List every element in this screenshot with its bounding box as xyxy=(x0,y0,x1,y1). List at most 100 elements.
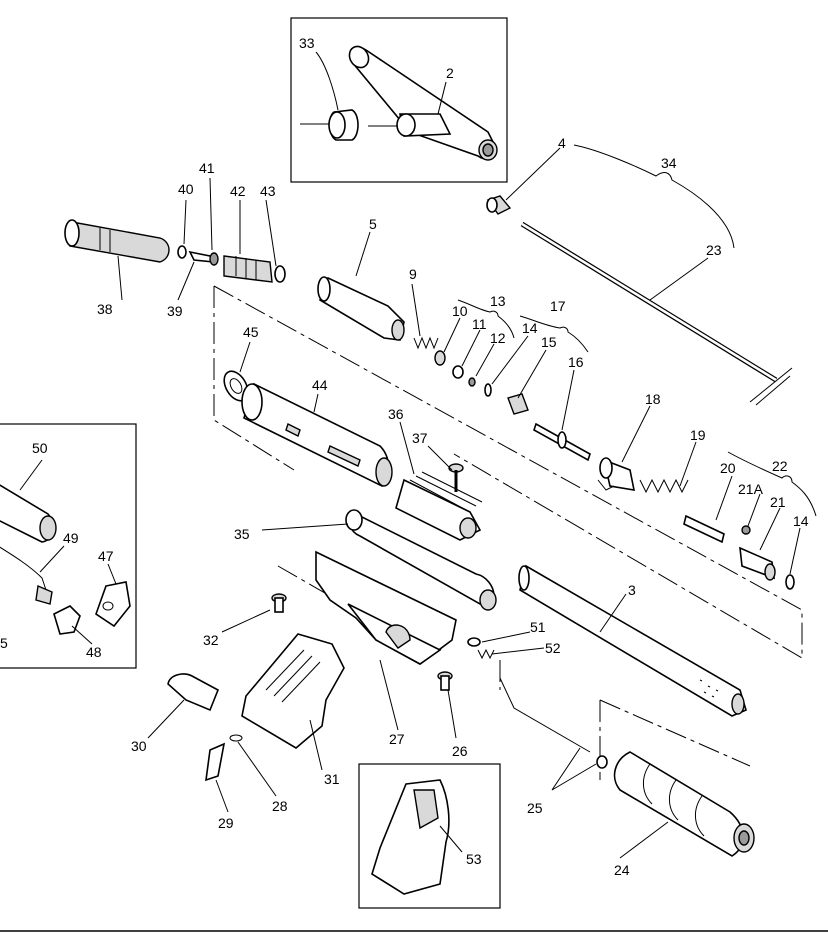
part-44-receiver xyxy=(241,382,393,487)
part-4-cap xyxy=(486,195,512,215)
brace-22 xyxy=(727,451,817,517)
label-51: 51 xyxy=(530,619,546,635)
label-15: 15 xyxy=(541,334,557,350)
part-30-cap xyxy=(167,673,220,712)
label-34: 34 xyxy=(661,155,677,171)
part-51-oring xyxy=(467,637,481,647)
label-25: 25 xyxy=(527,800,543,816)
label-20: 20 xyxy=(720,460,736,476)
part-31-grip xyxy=(241,633,345,749)
brace-34 xyxy=(573,144,735,249)
part-32-screw xyxy=(271,593,287,613)
label-49: 49 xyxy=(63,530,79,546)
label-38: 38 xyxy=(97,301,113,317)
part-37-screw xyxy=(448,463,464,492)
label-26: 26 xyxy=(452,743,468,759)
part-labels: 33 2 4 34 23 40 41 42 43 5 38 39 9 13 17… xyxy=(0,35,809,878)
label-47: 47 xyxy=(98,548,114,564)
label-39: 39 xyxy=(167,303,183,319)
label-2: 2 xyxy=(446,65,454,81)
label-24: 24 xyxy=(614,862,630,878)
part-26-screw xyxy=(437,671,453,691)
label-36: 36 xyxy=(388,406,404,422)
label-22: 22 xyxy=(772,458,788,474)
label-9: 9 xyxy=(409,266,417,282)
part-35-tube xyxy=(345,509,497,611)
label-12: 12 xyxy=(490,330,506,346)
label-4: 4 xyxy=(558,135,566,151)
part-19-spring xyxy=(639,478,689,494)
label-23: 23 xyxy=(706,242,722,258)
label-33: 33 xyxy=(299,35,315,51)
part-52-spring xyxy=(477,648,495,660)
label-10: 10 xyxy=(452,303,468,319)
label-42: 42 xyxy=(230,183,246,199)
label-48: 48 xyxy=(86,644,102,660)
label-45: 45 xyxy=(243,324,259,340)
label-19: 19 xyxy=(690,427,706,443)
assembly-dashed-frame-3 xyxy=(277,565,501,690)
label-14a: 14 xyxy=(522,320,538,336)
part-40-oring xyxy=(177,245,187,259)
label-28: 28 xyxy=(272,798,288,814)
part-3-barrel xyxy=(518,564,747,717)
part-50-tube xyxy=(0,484,57,543)
part-36-block xyxy=(395,471,483,541)
label-44: 44 xyxy=(312,377,328,393)
part-27-frame xyxy=(315,550,457,665)
part-9-spring xyxy=(413,336,439,350)
inset-box-left xyxy=(0,423,137,669)
part-20-pin xyxy=(683,514,725,544)
part-25-rod xyxy=(499,677,608,769)
label-21A: 21A xyxy=(738,481,764,497)
part-5-housing xyxy=(317,276,405,341)
part-43-oring xyxy=(274,265,286,283)
part-14-oring xyxy=(785,574,795,590)
label-16: 16 xyxy=(568,354,584,370)
brace-13 xyxy=(457,299,515,339)
label-32: 32 xyxy=(203,632,219,648)
part-47-block xyxy=(95,581,131,628)
label-5: 5 xyxy=(369,216,377,232)
leader-lines xyxy=(19,51,801,859)
label-40: 40 xyxy=(178,181,194,197)
label-13: 13 xyxy=(490,293,506,309)
label-52: 52 xyxy=(545,640,561,656)
label-29: 29 xyxy=(218,815,234,831)
part-53-grip-panel xyxy=(371,779,450,895)
label-27: 27 xyxy=(389,731,405,747)
part-38-tank xyxy=(64,219,170,263)
label-30: 30 xyxy=(131,738,147,754)
assembly-dashed-frame xyxy=(213,285,803,659)
part-29-screw xyxy=(205,742,226,782)
part-49-hose xyxy=(0,546,53,605)
part-18-hammer xyxy=(597,457,636,491)
label-14b: 14 xyxy=(793,513,809,529)
part-2-tube xyxy=(300,45,498,161)
inset-box-bottom xyxy=(358,763,501,909)
part-42-valve xyxy=(223,255,273,283)
part-21-cap xyxy=(739,546,776,581)
label-50: 50 xyxy=(32,440,48,456)
label-21: 21 xyxy=(770,494,786,510)
label-43: 43 xyxy=(260,183,276,199)
label-37: 37 xyxy=(412,430,428,446)
brace-17 xyxy=(519,315,589,353)
label-35: 35 xyxy=(234,526,250,542)
part-39-pin xyxy=(188,250,219,266)
label-3: 3 xyxy=(628,582,636,598)
part-15-block xyxy=(507,393,529,415)
part-21A-nut xyxy=(741,525,751,535)
part-24-foregrip xyxy=(613,751,755,857)
part-33-sleeve xyxy=(328,109,359,141)
label-17: 17 xyxy=(550,298,566,314)
parts-10-12 xyxy=(434,350,492,397)
part-23-rod xyxy=(520,221,793,406)
label-53: 53 xyxy=(466,851,482,867)
label-41: 41 xyxy=(199,160,215,176)
part-28-clip xyxy=(229,734,243,742)
part-16-bolt xyxy=(533,422,591,462)
label-11: 11 xyxy=(472,316,487,332)
label-18: 18 xyxy=(645,391,661,407)
